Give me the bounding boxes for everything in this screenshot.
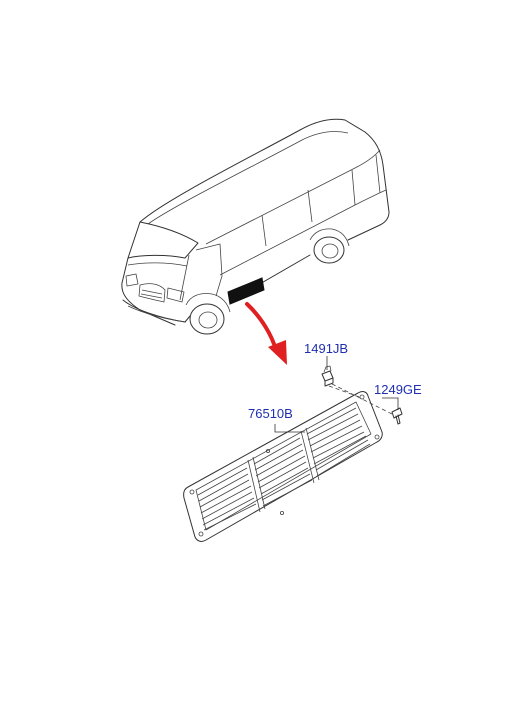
- side-vent-location: [227, 277, 265, 305]
- assembly-line-panel: [328, 385, 363, 399]
- minibus-icon: [121, 118, 390, 335]
- part-label-1249ge: 1249GE: [374, 382, 422, 397]
- vent-grille-panel: [183, 391, 383, 542]
- part-label-1491jb: 1491JB: [304, 341, 348, 356]
- screw-icon: [391, 407, 403, 425]
- leader-76510b: [274, 424, 305, 433]
- curved-arrow-icon: [245, 302, 287, 365]
- leader-1249ge: [382, 397, 399, 410]
- clip-nut-icon: [321, 365, 334, 387]
- part-label-76510b: 76510B: [248, 406, 293, 421]
